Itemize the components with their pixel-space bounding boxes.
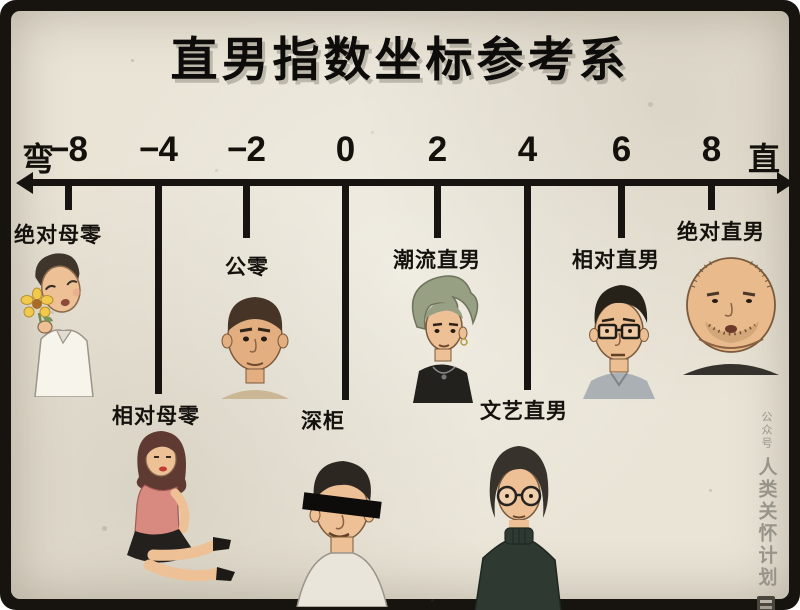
label-artsy-straight: 文艺直男 [480,400,568,423]
axis-tick-8 [708,186,715,210]
label-trendy-straight: 潮流直男 [393,249,481,272]
flower-boy-illustration [20,253,94,397]
label-public-zero: 公零 [225,256,269,279]
axis-right-end-label: 直 [747,141,780,177]
censored-man-illustration [296,461,388,607]
axis-tick-2 [434,186,441,238]
artsy-guy-illustration [474,446,562,610]
paper-background: 直男指数坐标参考系 弯 直 −8 −4 −2 0 2 4 6 8 绝对母零 公零… [11,11,794,610]
axis-tick-label-neg4: −4 [139,130,178,169]
bald-guy-illustration [683,257,779,375]
label-relative-straight: 相对直男 [572,249,660,272]
watermark-account-prefix: 公众号 [760,411,772,450]
label-relative-zero-bottom: 相对母零 [112,405,200,428]
axis-tick-0 [342,186,349,400]
sitting-woman-illustration [127,431,235,582]
axis-tick-neg8 [65,186,72,210]
axis-tick-4 [524,186,531,390]
axis-left-end-label: 弯 [22,141,55,177]
buzzcut-man-illustration [221,297,289,399]
axis-tick-label-8: 8 [701,130,721,169]
glasses-man-illustration [583,285,655,399]
watermark-seal-icon [757,596,775,610]
label-absolute-straight: 绝对直男 [677,221,765,244]
axis-tick-6 [618,186,625,238]
axis-left-arrow-icon [16,171,33,194]
axis-tick-label-2: 2 [427,130,447,169]
axis-tick-label-neg8: −8 [49,130,88,169]
axis-tick-label-4: 4 [517,130,537,169]
trendy-guy-illustration [411,275,479,403]
page-title: 直男指数坐标参考系 [170,33,630,86]
watermark: 公众号 人类关怀计划 [751,411,781,610]
axis-tick-label-6: 6 [611,130,631,169]
axis-tick-label-0: 0 [335,130,355,169]
axis-tick-neg4 [155,186,162,394]
axis-line [31,179,780,186]
label-deep-closet: 深柜 [301,410,345,433]
label-absolute-zero-bottom: 绝对母零 [14,224,102,247]
axis-tick-label-neg2: −2 [227,130,266,169]
watermark-account-name: 人类关怀计划 [755,457,777,589]
axis-tick-neg2 [243,186,250,238]
axis-right-arrow-icon [777,171,794,194]
